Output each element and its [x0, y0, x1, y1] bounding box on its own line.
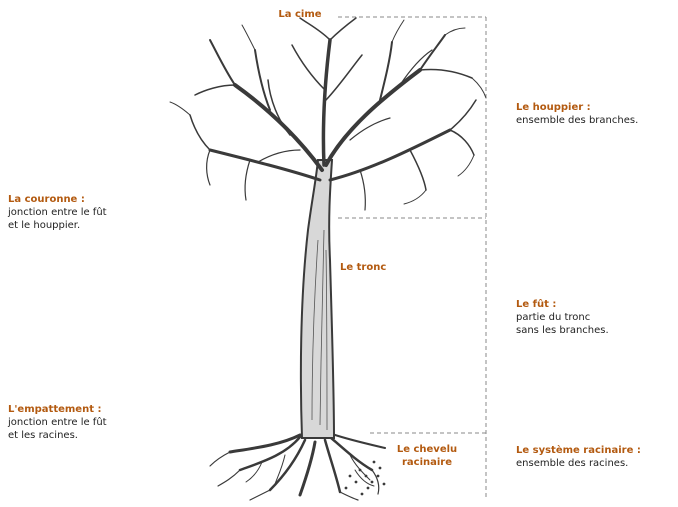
- label-chevelu: Le chevelu racinaire: [384, 443, 470, 469]
- trunk: [301, 160, 334, 438]
- label-tronc-term: Le tronc: [340, 261, 386, 274]
- label-empattement: L'empattement : jonction entre le fût et…: [8, 403, 107, 442]
- label-cime-term: La cime: [266, 8, 334, 21]
- label-houppier-desc: ensemble des branches.: [516, 114, 638, 127]
- label-cime: La cime: [266, 8, 334, 21]
- label-houppier: Le houppier : ensemble des branches.: [516, 101, 638, 127]
- label-houppier-term: Le houppier :: [516, 101, 638, 114]
- label-systeme: Le système racinaire : ensemble des raci…: [516, 444, 641, 470]
- label-empattement-desc-1: jonction entre le fût: [8, 416, 107, 429]
- label-fut-desc-1: partie du tronc: [516, 311, 609, 324]
- label-couronne-desc-1: jonction entre le fût: [8, 206, 107, 219]
- label-fut: Le fût : partie du tronc sans les branch…: [516, 298, 609, 337]
- label-empattement-desc-2: et les racines.: [8, 429, 107, 442]
- label-chevelu-term-1: Le chevelu: [384, 443, 470, 456]
- label-couronne: La couronne : jonction entre le fût et l…: [8, 193, 107, 232]
- label-empattement-term: L'empattement :: [8, 403, 107, 416]
- roots: [210, 434, 385, 500]
- label-tronc: Le tronc: [340, 261, 386, 274]
- label-couronne-desc-2: et le houppier.: [8, 219, 107, 232]
- label-couronne-term: La couronne :: [8, 193, 107, 206]
- label-systeme-term: Le système racinaire :: [516, 444, 641, 457]
- label-systeme-desc: ensemble des racines.: [516, 457, 641, 470]
- label-fut-term: Le fût :: [516, 298, 609, 311]
- label-chevelu-term-2: racinaire: [384, 456, 470, 469]
- guide-lines: [338, 17, 486, 500]
- label-fut-desc-2: sans les branches.: [516, 324, 609, 337]
